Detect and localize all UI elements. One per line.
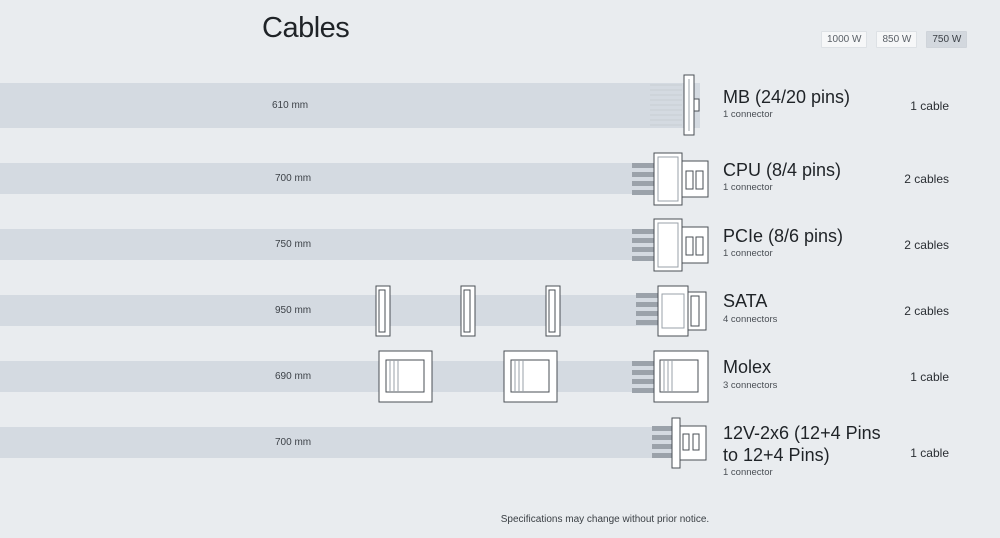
pcie-8pin-connector-icon: [632, 218, 709, 272]
cable-length: 690 mm: [275, 371, 312, 382]
12v-2x6-connector-icon: [652, 417, 707, 469]
cable-name: SATA: [723, 291, 768, 311]
connector-count: 1 connector: [723, 467, 773, 478]
cable-band: [0, 83, 700, 128]
connector-count: 1 connector: [723, 248, 773, 259]
sata-connector-icon: [636, 285, 707, 337]
mb-24pin-connector-icon: [650, 74, 700, 136]
sata-connector-icon: [375, 285, 391, 337]
cable-length: 700 mm: [275, 437, 312, 448]
cable-count: 1 cable: [910, 370, 949, 384]
cable-count: 1 cable: [910, 99, 949, 113]
sata-connector-icon: [545, 285, 561, 337]
cpu-8pin-connector-icon: [632, 152, 709, 206]
sata-connector-icon: [460, 285, 476, 337]
page-title: Cables: [262, 12, 350, 44]
molex-connector-icon: [632, 350, 709, 403]
cable-count: 2 cables: [904, 172, 949, 186]
cable-band: [0, 229, 700, 260]
cable-name: MB (24/20 pins): [723, 87, 851, 107]
wattage-1000w-button[interactable]: 1000 W: [821, 31, 868, 48]
cable-length: 950 mm: [275, 305, 312, 316]
cable-length: 700 mm: [275, 173, 312, 184]
molex-connector-icon: [503, 350, 558, 403]
cable-count: 2 cables: [904, 238, 949, 252]
wattage-selector: 1000 W 850 W 750 W: [821, 31, 968, 48]
cable-count: 1 cable: [910, 446, 949, 460]
cable-name: Molex: [723, 357, 772, 377]
cable-name: CPU (8/4 pins): [723, 160, 842, 180]
wattage-850w-button[interactable]: 850 W: [876, 31, 918, 48]
cable-name: 12V-2x6 (12+4 Pins to 12+4 Pins): [723, 423, 881, 465]
connector-count: 1 connector: [723, 182, 773, 193]
cable-band: [0, 427, 700, 458]
connector-count: 3 connectors: [723, 380, 778, 391]
cable-band: [0, 295, 700, 326]
footer-note: Specifications may change without prior …: [500, 514, 710, 525]
cable-length: 750 mm: [275, 239, 312, 250]
connector-count: 4 connectors: [723, 314, 778, 325]
cable-band: [0, 361, 700, 392]
cable-length: 610 mm: [272, 100, 309, 111]
wattage-750w-button[interactable]: 750 W: [926, 31, 968, 48]
cable-band: [0, 163, 700, 194]
connector-count: 1 connector: [723, 109, 773, 120]
molex-connector-icon: [378, 350, 433, 403]
cable-count: 2 cables: [904, 304, 949, 318]
cable-name: PCIe (8/6 pins): [723, 226, 844, 246]
